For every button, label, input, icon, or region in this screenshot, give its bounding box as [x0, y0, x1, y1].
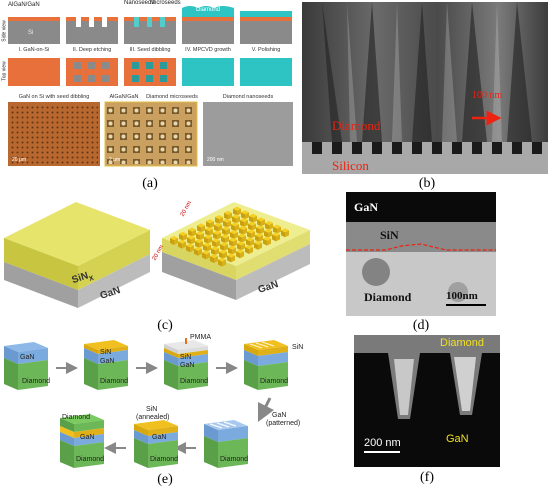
scale-bar-1: 20 μm [12, 157, 26, 163]
e-sin-annealed-2: (annealed) [136, 414, 170, 421]
e-diamond-2: Diamond [100, 378, 129, 385]
panel-e-label: (e) [157, 472, 173, 487]
cube-3 [164, 338, 208, 390]
e-sin-1: SiN [100, 349, 112, 356]
side-view-row [8, 6, 292, 44]
label-nanoseeds: Nanoseeds [124, 0, 155, 6]
cube-5 [204, 420, 248, 468]
panel-e: GaN Diamond SiN GaN Diamond PMMA SiN GaN… [0, 334, 330, 492]
label-microseeds: Microseeds [150, 0, 181, 6]
e-sin-4: SiN [292, 344, 304, 351]
cube-7 [60, 414, 104, 468]
e-diamond-7a: Diamond [62, 414, 91, 421]
panel-f-tem [354, 335, 500, 467]
e-diamond-6: Diamond [150, 456, 179, 463]
scale-bar-3: 200 nm [207, 157, 224, 163]
step-4: IV. MPCVD growth [185, 47, 231, 53]
label-diamond-d: Diamond [364, 290, 412, 304]
label-sin-d: SiN [380, 228, 399, 242]
panel-a-label: (a) [142, 176, 158, 191]
panel-c-schematic [4, 202, 310, 308]
e-pmma: PMMA [190, 334, 211, 341]
micro-caption-2: AlGaN/GaN [109, 94, 139, 100]
panel-e-process [4, 338, 288, 468]
e-gan-7: GaN [80, 434, 95, 441]
label-side-view: Side view [1, 20, 8, 42]
e-gan-patterned-1: GaN [272, 412, 287, 419]
cube-1 [4, 342, 48, 390]
label-gan-d: GaN [354, 200, 378, 214]
e-gan-3: GaN [180, 362, 195, 369]
cube-2 [84, 340, 128, 390]
label-scale-f: 200 nm [364, 437, 401, 449]
micro-caption-1: GaN on Si with seed dibbling [18, 94, 90, 100]
label-diamond-f: Diamond [440, 337, 485, 349]
e-sin-3: SiN [180, 354, 192, 361]
label-scale-d: 100nm [446, 290, 478, 302]
micro-caption-4: Diamond nanoseeds [222, 94, 274, 100]
e-diamond-1: Diamond [22, 378, 51, 385]
panel-b-label: (b) [418, 176, 436, 191]
step-3: III. Seed dibbling [129, 47, 171, 53]
e-sin-annealed-1: SiN [146, 406, 158, 413]
label-scale-b: 100 nm [472, 90, 503, 101]
e-gan-2: GaN [100, 358, 115, 365]
label-diamond-top: Diamond [196, 7, 221, 13]
e-diamond-7b: Diamond [76, 456, 105, 463]
step-5: V. Polishing [251, 47, 281, 53]
panel-f: Diamond GaN 200 nm (f) [354, 335, 500, 489]
micrograph-row [8, 102, 293, 166]
cube-6 [134, 420, 178, 468]
step-1: I. GaN-on-Si [18, 47, 50, 53]
label-si: Si [28, 30, 34, 36]
panel-d: GaN SiN Diamond 100nm (d) [346, 192, 496, 333]
panel-a-schematic [8, 6, 293, 167]
panel-a: AlGaN/GaN Nanoseeds Microseeds Diamond S… [0, 0, 298, 191]
label-algan-gan: AlGaN/GaN [8, 2, 40, 8]
e-gan-patterned-2: (patterned) [266, 420, 301, 427]
panel-b: Diamond Silicon 100 nm (b) [302, 2, 548, 191]
e-diamond-3: Diamond [180, 378, 209, 385]
panel-c: SiNx GaN GaN 20 nm 20 nm (c) [0, 192, 330, 333]
label-gan-f: GaN [446, 433, 469, 445]
cube-4 [244, 340, 288, 390]
micro-caption-3: Diamond microseeds [146, 94, 198, 100]
panel-d-label: (d) [412, 318, 430, 333]
e-gan-6: GaN [152, 434, 167, 441]
panel-b-tem [302, 2, 548, 174]
panel-d-tem [346, 192, 496, 316]
panel-f-label: (f) [420, 470, 434, 485]
panel-c-label: (c) [157, 318, 173, 333]
label-diamond-b: Diamond [332, 118, 381, 133]
step-2: II. Deep etching [72, 47, 112, 53]
e-diamond-5: Diamond [220, 456, 249, 463]
e-gan-1: GaN [20, 354, 35, 361]
label-top-view: Top view [1, 61, 8, 81]
label-silicon-b: Silicon [332, 158, 369, 173]
scale-bar-2: 2 μm [109, 157, 121, 163]
e-diamond-4: Diamond [260, 378, 289, 385]
top-view-row [8, 58, 292, 86]
